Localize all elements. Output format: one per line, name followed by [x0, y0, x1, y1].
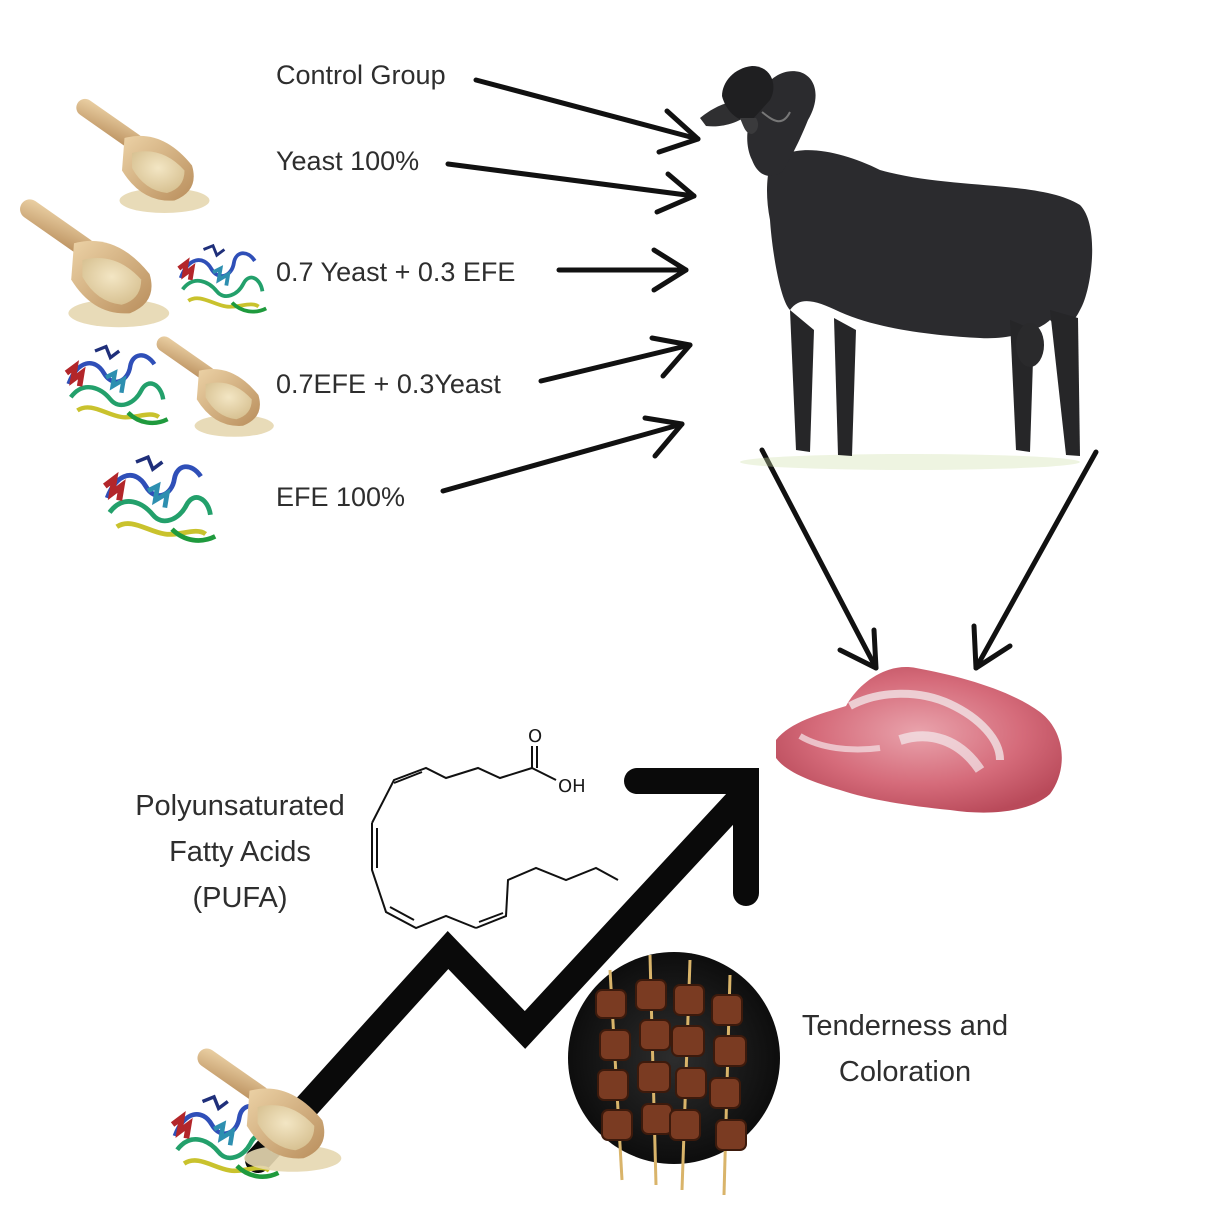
outcome-line-2: Coloration: [838, 1056, 972, 1088]
pufa-line-1: Polyunsaturated: [135, 790, 345, 822]
outcome-line-1: Tenderness and: [801, 1010, 1009, 1042]
efe-protein-icon: [179, 246, 266, 312]
arrow-control-to-sheep: [473, 77, 701, 155]
hydroxyl-label: OH: [558, 776, 586, 797]
arrow-sheep-to-meat-left: [759, 447, 879, 671]
pufa-line-3: (PUFA): [192, 882, 288, 914]
trend-arrow-icon: [245, 768, 759, 1173]
yeast-scoop-icon: [153, 333, 274, 437]
pufa-line-2: Fatty Acids: [169, 836, 311, 868]
arrow-efe-to-sheep: [440, 415, 685, 494]
group-label-yeast-100: Yeast 100%: [276, 146, 420, 176]
group-label-efe-100: EFE 100%: [276, 482, 406, 512]
outcome-label: Tenderness and Coloration: [780, 1003, 1030, 1095]
group-label-efe-yeast-mix: 0.7EFE + 0.3Yeast: [276, 369, 501, 399]
efe-protein-icon: [105, 457, 215, 540]
group-label-control: Control Group: [276, 60, 446, 90]
efe-protein-icon: [66, 347, 167, 423]
group-label-yeast-efe-mix: 0.7 Yeast + 0.3 EFE: [276, 257, 516, 287]
pufa-molecule-icon: [371, 746, 619, 930]
arrow-mix2-to-sheep: [538, 335, 693, 384]
arrow-yeast-to-sheep: [445, 161, 697, 215]
sheep-icon: [700, 66, 1093, 470]
meat-icon: [776, 666, 1062, 813]
yeast-scoop-icon: [16, 195, 170, 328]
arrow-mix1-to-sheep: [556, 247, 689, 293]
group-arrows: [440, 77, 1099, 671]
arrow-sheep-to-meat-right: [971, 449, 1099, 671]
pufa-label: Polyunsaturated Fatty Acids (PUFA): [110, 783, 370, 921]
kebab-plate-icon: [568, 952, 780, 1196]
carbonyl-oxygen-label: O: [528, 726, 542, 747]
yeast-scoop-icon: [72, 95, 210, 213]
